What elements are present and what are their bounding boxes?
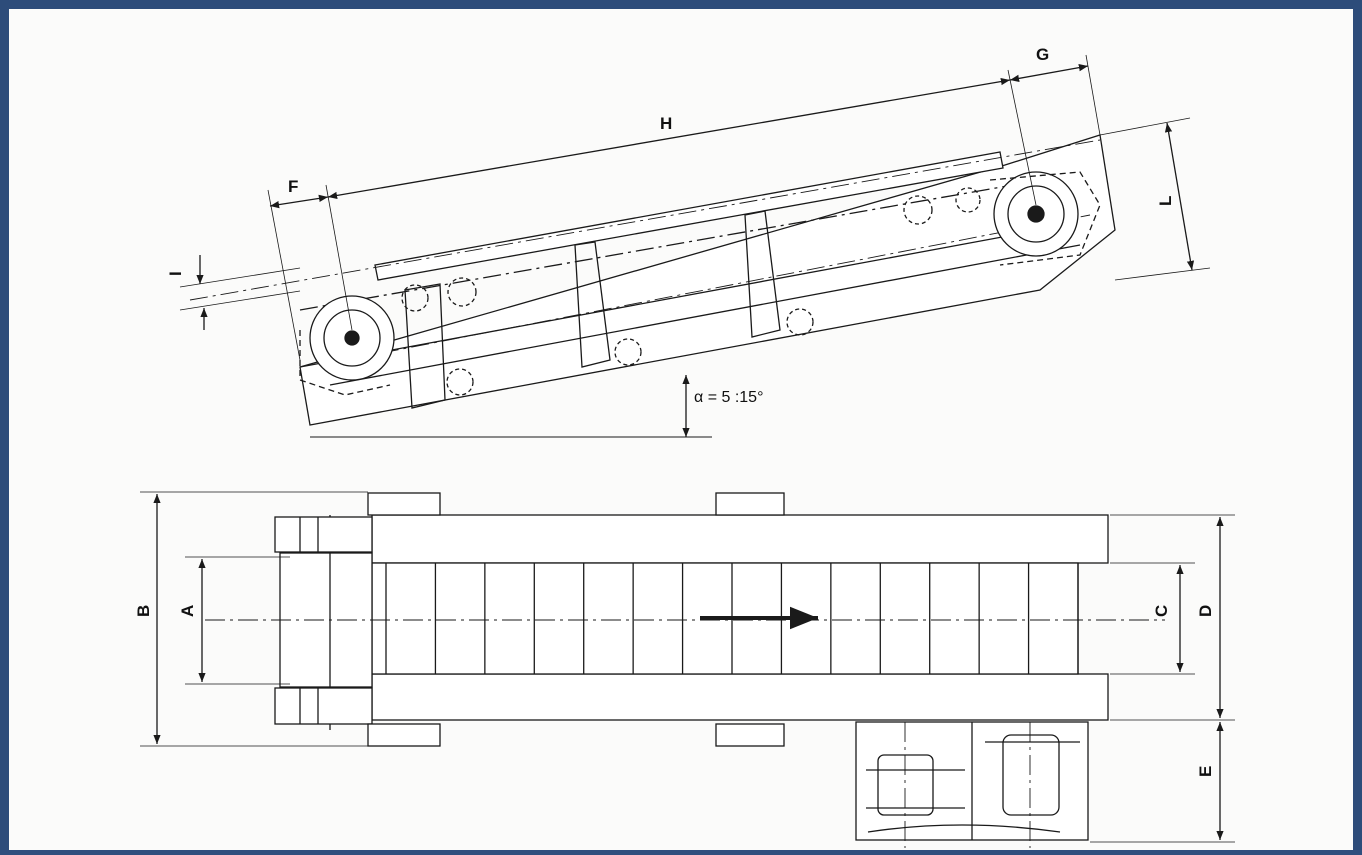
- dimension-label-B: B: [134, 605, 153, 617]
- lower-side-rail: [371, 673, 1109, 721]
- inclination-angle-label: α = 5 :15°: [694, 389, 763, 406]
- dimension-label-D: D: [1196, 605, 1215, 617]
- belt-segments: [385, 563, 1079, 674]
- dimension-label-A: A: [178, 605, 197, 617]
- dimension-label-F: F: [288, 177, 298, 196]
- dimension-label-E: E: [1196, 766, 1215, 777]
- drawing-sheet: H F G L I α = 5 :15°: [9, 9, 1353, 850]
- mounting-feet: [367, 492, 785, 747]
- side-frame-body: [299, 134, 1116, 426]
- top-view: [140, 491, 1235, 848]
- dimension-label-C: C: [1152, 605, 1171, 617]
- upper-side-rail: [371, 514, 1109, 564]
- dimension-label-I: I: [166, 271, 185, 276]
- tail-drum-top: [279, 552, 373, 688]
- conveyor-technical-drawing: H F G L I α = 5 :15°: [134, 45, 1235, 848]
- dimension-label-L: L: [1156, 196, 1175, 206]
- dimension-label-H: H: [660, 114, 672, 133]
- dimension-label-G: G: [1036, 45, 1049, 64]
- side-view: [179, 54, 1211, 438]
